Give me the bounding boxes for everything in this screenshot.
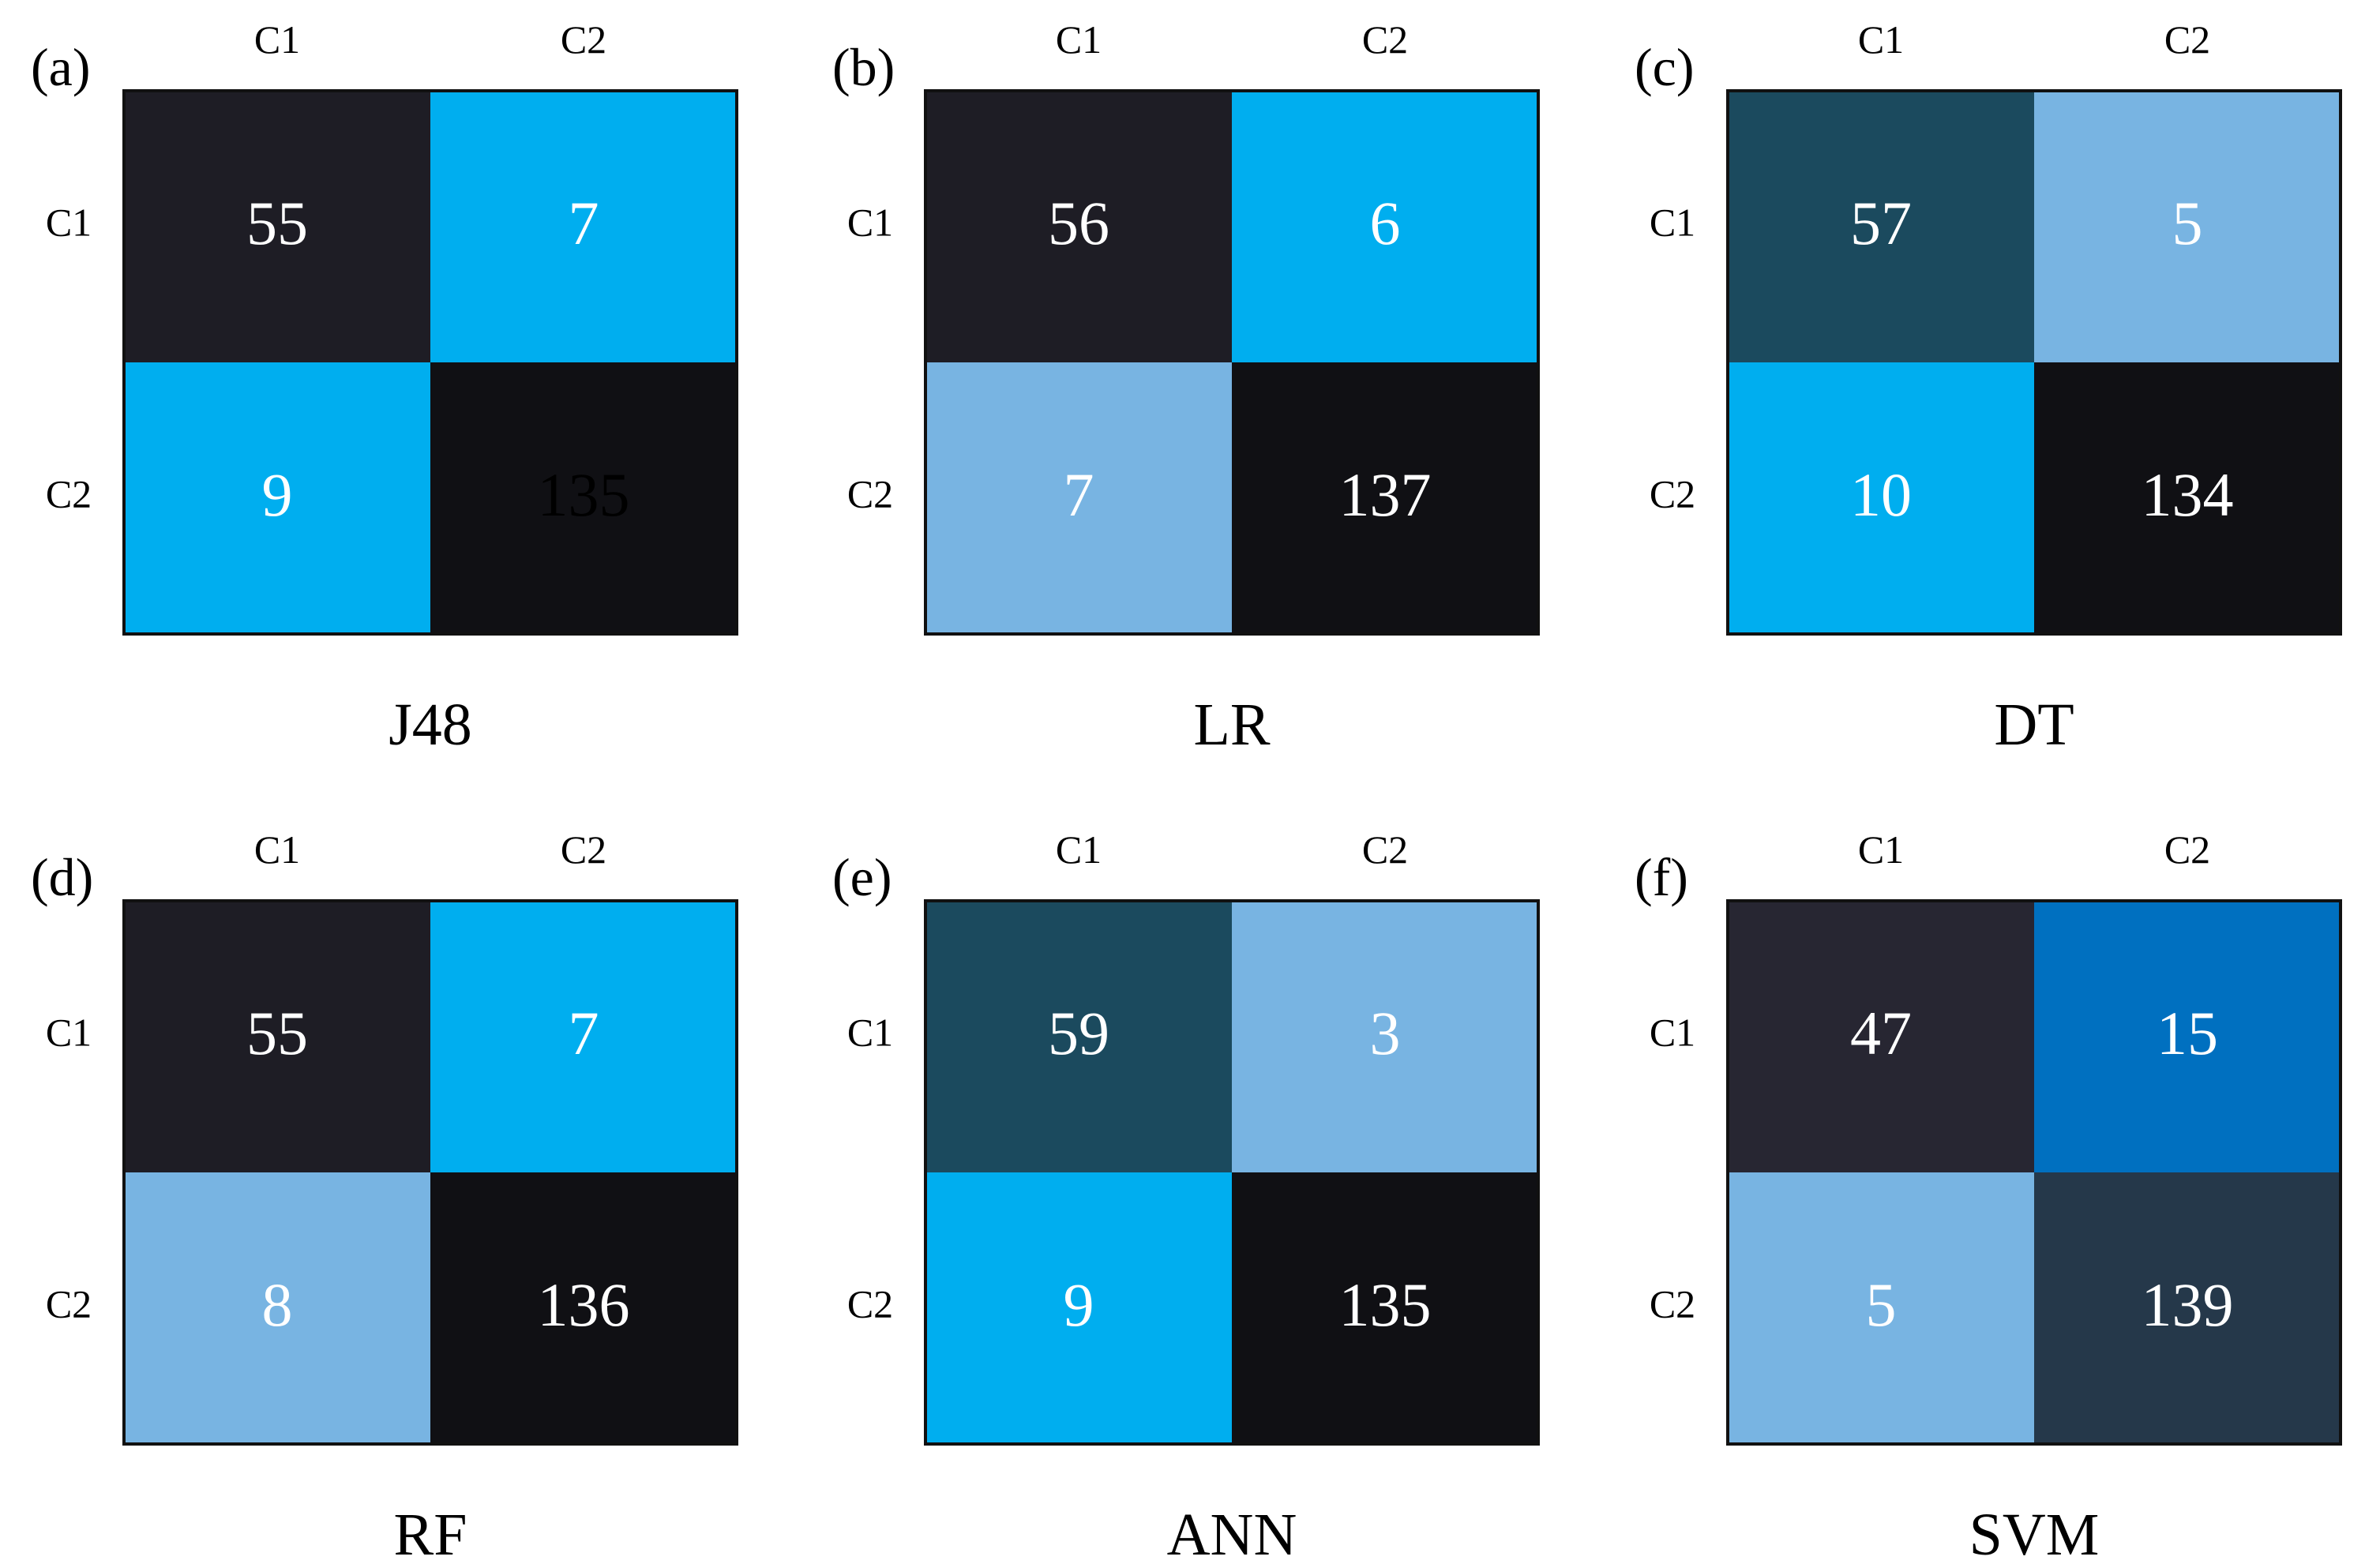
row-label: C1 — [847, 200, 893, 244]
cell-value: 5 — [1866, 1270, 1897, 1339]
panel-label: (c) — [1635, 37, 1694, 97]
column-label: C1 — [1056, 17, 1102, 62]
column-label: C2 — [561, 17, 606, 62]
row-label: C1 — [46, 200, 92, 244]
cell-value: 7 — [569, 189, 599, 257]
matrix-cell — [1728, 362, 2034, 634]
classifier-title: LR — [1193, 692, 1270, 758]
matrix-border — [122, 899, 738, 1446]
classifier-title: J48 — [389, 692, 472, 758]
matrix-cell — [925, 362, 1232, 634]
matrix-cell — [124, 1172, 430, 1444]
column-label: C2 — [2164, 17, 2210, 62]
cell-value: 135 — [1339, 1270, 1432, 1339]
cell-value: 3 — [1370, 999, 1401, 1067]
cell-value: 56 — [1048, 189, 1109, 257]
column-label: C2 — [1362, 17, 1408, 62]
cell-value: 6 — [1370, 189, 1401, 257]
row-label: C2 — [46, 471, 92, 516]
cell-value: 10 — [1850, 460, 1912, 529]
matrix-cell — [1232, 901, 1538, 1172]
classifier-title: DT — [1994, 692, 2074, 758]
matrix-border — [924, 89, 1540, 636]
classifier-title: ANN — [1167, 1502, 1297, 1564]
row-label: C1 — [1650, 1010, 1695, 1054]
classifier-title: RF — [394, 1502, 467, 1564]
matrix-cell — [430, 1172, 737, 1444]
cell-value: 55 — [246, 189, 308, 257]
cell-value: 47 — [1850, 999, 1912, 1067]
matrix-cell — [925, 901, 1232, 1172]
cell-value: 136 — [538, 1270, 630, 1339]
row-label: C1 — [46, 1010, 92, 1054]
column-label: C2 — [1362, 827, 1408, 872]
cell-value: 134 — [2142, 460, 2234, 529]
cell-value: 7 — [1064, 460, 1094, 529]
cell-value: 59 — [1048, 999, 1109, 1067]
matrix-cell — [124, 362, 430, 634]
panel-label: (d) — [31, 847, 93, 907]
cell-value: 135 — [538, 460, 630, 529]
matrix-cell — [2034, 1172, 2341, 1444]
row-label: C2 — [847, 471, 893, 516]
cell-value: 8 — [262, 1270, 293, 1339]
row-label: C1 — [1650, 200, 1695, 244]
matrix-cell — [1232, 1172, 1538, 1444]
panel-label: (a) — [31, 37, 90, 97]
row-label: C2 — [46, 1281, 92, 1326]
matrix-cell — [925, 91, 1232, 362]
matrix-cell — [1232, 362, 1538, 634]
row-label: C2 — [847, 1281, 893, 1326]
matrix-cell — [2034, 362, 2341, 634]
matrix-cell — [124, 901, 430, 1172]
matrix-cell — [430, 362, 737, 634]
cell-value: 137 — [1339, 460, 1432, 529]
matrix-cell — [430, 91, 737, 362]
matrix-cell — [1728, 901, 2034, 1172]
column-label: C1 — [1858, 17, 1904, 62]
matrix-cell — [925, 1172, 1232, 1444]
panel-label: (b) — [832, 37, 895, 97]
matrix-cell — [2034, 91, 2341, 362]
cell-value: 7 — [569, 999, 599, 1067]
column-label: C1 — [254, 827, 300, 872]
cell-value: 139 — [2142, 1270, 2234, 1339]
matrix-cell — [1232, 91, 1538, 362]
cell-value: 15 — [2157, 999, 2218, 1067]
row-label: C2 — [1650, 1281, 1695, 1326]
column-label: C2 — [561, 827, 606, 872]
matrix-border — [122, 89, 738, 636]
column-label: C1 — [1858, 827, 1904, 872]
row-label: C1 — [847, 1010, 893, 1054]
column-label: C1 — [1056, 827, 1102, 872]
panel-label: (f) — [1635, 847, 1688, 907]
row-label: C2 — [1650, 471, 1695, 516]
matrix-border — [1726, 89, 2342, 636]
matrix-cell — [430, 901, 737, 1172]
panel-label: (e) — [832, 847, 892, 907]
matrix-border — [1726, 899, 2342, 1446]
cell-value: 9 — [262, 460, 293, 529]
column-label: C2 — [2164, 827, 2210, 872]
cell-value: 55 — [246, 999, 308, 1067]
column-label: C1 — [254, 17, 300, 62]
matrix-cell — [124, 91, 430, 362]
cell-value: 5 — [2172, 189, 2203, 257]
cell-value: 9 — [1064, 1270, 1094, 1339]
matrix-cell — [1728, 91, 2034, 362]
matrix-border — [924, 899, 1540, 1446]
classifier-title: SVM — [1969, 1502, 2100, 1564]
matrix-cell — [2034, 901, 2341, 1172]
matrix-cell — [1728, 1172, 2034, 1444]
cell-value: 57 — [1850, 189, 1912, 257]
